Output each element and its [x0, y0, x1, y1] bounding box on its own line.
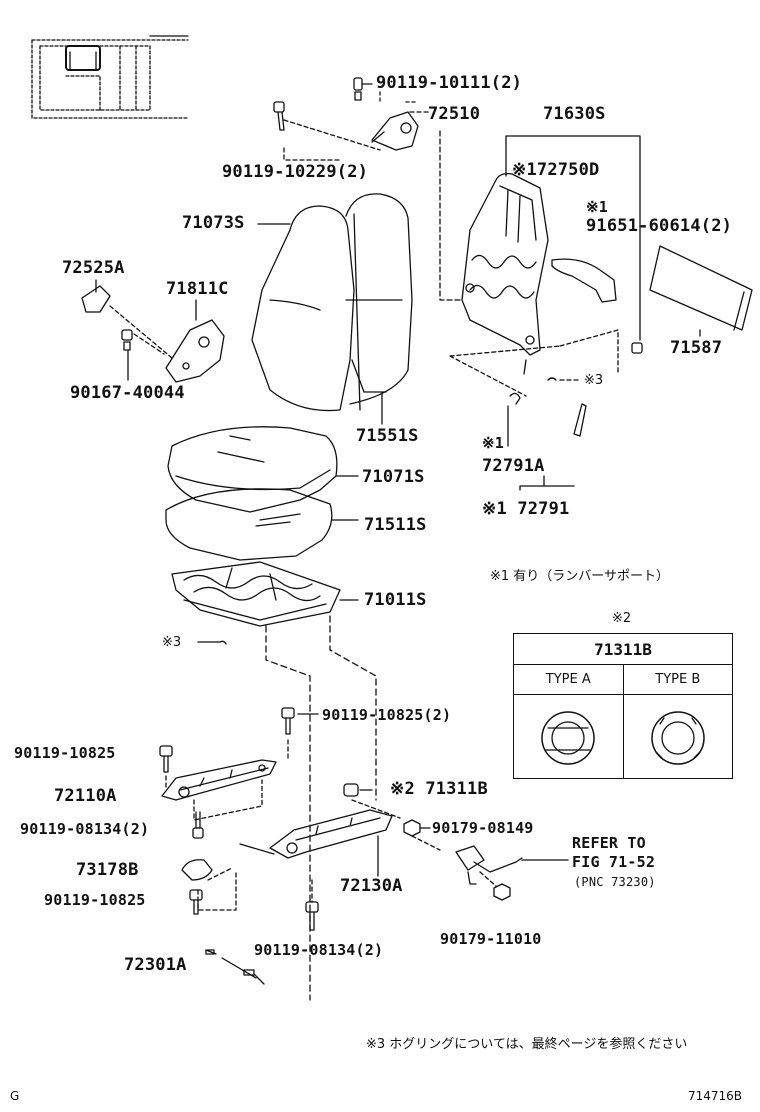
collar-71311b-icon	[343, 783, 359, 797]
screw-91651-icon	[631, 342, 643, 354]
table-divider	[623, 694, 624, 778]
part-label: 71551S	[356, 426, 419, 446]
part-label: 72510	[428, 104, 481, 124]
seat-cushion-pad-71511s-icon	[165, 488, 333, 561]
nut-90179-08149-icon	[403, 819, 421, 837]
lumbar-note: ※1 有り（ランバーサポート）	[490, 569, 670, 584]
part-label: 72301A	[124, 955, 187, 975]
bolt-90119-10825-top-icon	[281, 707, 295, 735]
bolt-90119-10825-lower-icon	[189, 889, 203, 915]
bracket-72510-icon	[371, 111, 419, 151]
type-a-label: TYPE A	[514, 664, 624, 694]
part-label: 71811C	[166, 279, 229, 299]
cover-73178b-icon	[181, 859, 213, 881]
bolt-90119-08134-lower-icon	[305, 901, 319, 931]
type-b-label: TYPE B	[655, 671, 701, 687]
lever-cover-72525a-icon	[81, 285, 111, 313]
bolt-90119-10111-icon	[353, 77, 373, 101]
part-label: 73178B	[76, 860, 139, 880]
note-mark: ※3	[584, 373, 604, 388]
lumbar-pad-71587-icon	[649, 245, 753, 331]
part-label: 90119-10825(2)	[322, 706, 452, 724]
bolt-90119-08134-left-icon	[192, 811, 204, 839]
part-label: 71630S	[543, 104, 606, 124]
note-mark: ※1	[482, 434, 504, 452]
part-label: ※172750D	[512, 160, 600, 180]
part-label: 90119-08134(2)	[254, 941, 384, 959]
collar-type-table: 71311B TYPE A TYPE B	[513, 633, 733, 779]
nut-90167-icon	[121, 329, 133, 351]
recliner-bracket-71811c-icon	[165, 319, 225, 383]
part-label: 90179-11010	[440, 930, 542, 948]
refer-line-3: (PNC 73230)	[574, 875, 656, 889]
seat-track-72110a-icon	[161, 759, 277, 801]
part-label: 72130A	[340, 876, 403, 896]
seat-frame-71011s-icon	[171, 561, 341, 627]
part-label: 71071S	[362, 467, 425, 487]
part-label: 90119-10229(2)	[222, 162, 369, 182]
seatback-cover-71073s-icon	[251, 193, 413, 412]
corner-code-left: G	[10, 1089, 20, 1103]
seatback-frame-71630s-icon	[461, 172, 549, 356]
part-label: ※2 71311B	[390, 779, 488, 799]
part-label: 71073S	[182, 213, 245, 233]
part-label: ※1 72791	[482, 499, 570, 519]
type-a-collar-icon	[541, 711, 595, 765]
table-type-row: TYPE A TYPE B	[514, 664, 732, 695]
vehicle-locator-icon	[31, 35, 189, 119]
refer-line-1: REFER TO	[572, 834, 646, 852]
seat-track-72130a-icon	[239, 809, 393, 859]
part-label: 90119-08134(2)	[20, 820, 150, 838]
cable-72301a-icon	[205, 949, 265, 985]
part-label: 71587	[670, 338, 723, 358]
part-label: 71511S	[364, 515, 427, 535]
bolt-90119-10229-icon	[273, 101, 285, 131]
type-b-collar-icon	[651, 711, 705, 765]
part-label: 91651-60614(2)	[586, 216, 733, 236]
note-mark: ※1	[586, 198, 608, 216]
seat-belt-buckle-icon	[455, 845, 523, 885]
part-label: 90119-10825	[14, 744, 116, 762]
note-mark: ※3	[162, 635, 182, 650]
table-title: 71311B	[514, 634, 732, 665]
part-label: 72110A	[54, 786, 117, 806]
nut-90179-11010-icon	[493, 883, 511, 901]
part-label: 90179-08149	[432, 819, 534, 837]
refer-line-2: FIG 71-52	[572, 853, 656, 871]
part-label: 90119-10111(2)	[376, 73, 523, 93]
type-note-mark: ※2	[612, 611, 632, 626]
hog-ring-note: ※3 ホグリングについては、最終ページを参照ください	[366, 1037, 688, 1052]
part-label: 90119-10825	[44, 891, 146, 909]
seat-cushion-cover-71071s-icon	[167, 426, 338, 513]
rod-72791a-icon	[509, 392, 587, 437]
lumbar-lever-icon	[551, 258, 617, 303]
bolt-90119-10825-left-icon	[159, 745, 173, 773]
part-label: 72525A	[62, 258, 125, 278]
part-label: 72791A	[482, 456, 545, 476]
illustration-number: 714716B	[688, 1089, 743, 1103]
part-label: 71011S	[364, 590, 427, 610]
part-label: 90167-40044	[70, 383, 185, 403]
